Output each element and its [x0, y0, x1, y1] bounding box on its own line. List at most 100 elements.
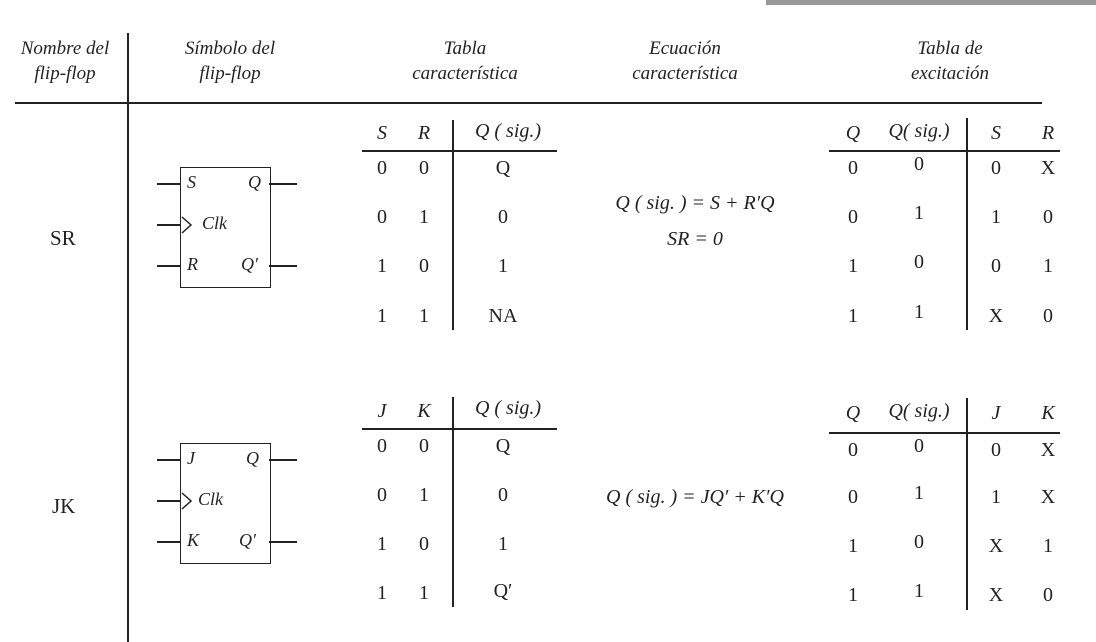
header-symbol-line1: Símbolo del	[184, 38, 276, 59]
sr-char-cell: 1	[498, 255, 508, 277]
jk-exc-col-3: K	[1041, 402, 1055, 424]
sr-exc-cell: 0	[991, 157, 1001, 179]
header-char-eq-line1: Ecuación	[649, 38, 721, 59]
sr-exc-cell: 1	[848, 255, 858, 277]
jk-label-in1: J	[187, 448, 195, 468]
jk-pin-in2	[157, 541, 181, 543]
jk-pin-in1	[157, 459, 181, 461]
sr-exc-col-1: Q( sig.)	[888, 120, 950, 142]
header-char-table-line2: característica	[412, 63, 518, 84]
header-name-line1: Nombre del	[20, 38, 110, 59]
sr-char-rule	[362, 150, 557, 152]
jk-symbol-box	[180, 443, 271, 564]
header-symbol-line2: flip-flop	[199, 63, 261, 84]
jk-char-cell: 1	[377, 533, 387, 555]
jk-exc-rule	[829, 432, 1060, 434]
jk-char-cell: 0	[377, 484, 387, 506]
sr-pin-out2	[269, 265, 297, 267]
header-char-table: Tabla característica	[375, 36, 555, 86]
jk-char-cell: Q′	[493, 580, 513, 602]
jk-exc-cell: 1	[1043, 535, 1053, 557]
jk-char-cell: 0	[377, 435, 387, 457]
sr-char-cell: 0	[419, 255, 429, 277]
header-symbol: Símbolo del flip-flop	[160, 36, 300, 86]
ff-name-jk: JK	[52, 494, 76, 518]
sr-equation-line1: Q ( sig. ) = S + R′Q	[615, 192, 775, 214]
sr-label-out1: Q	[248, 172, 261, 192]
jk-char-col-2: Q ( sig.)	[474, 397, 542, 419]
sr-pin-in2	[157, 265, 181, 267]
sr-char-col-1: R	[417, 122, 431, 144]
sr-exc-cell: 1	[914, 301, 924, 323]
sr-exc-cell: X	[988, 305, 1004, 327]
jk-exc-col-2: J	[991, 402, 1001, 424]
name-column-divider	[127, 33, 129, 642]
sr-exc-divider	[966, 118, 968, 330]
sr-char-cell: 1	[419, 305, 429, 327]
jk-char-cell: 0	[419, 533, 429, 555]
jk-char-cell: 1	[419, 582, 429, 604]
jk-char-cell: Q	[495, 435, 511, 457]
sr-exc-cell: 0	[848, 157, 858, 179]
ff-name-sr: SR	[50, 226, 76, 250]
jk-exc-cell: 1	[991, 486, 1001, 508]
sr-exc-cell: 1	[914, 202, 924, 224]
header-char-eq-line2: característica	[632, 63, 738, 84]
jk-char-cell: 1	[419, 484, 429, 506]
header-name-line2: flip-flop	[34, 63, 96, 84]
jk-char-cell: 1	[498, 533, 508, 555]
jk-exc-cell: X	[1040, 486, 1056, 508]
jk-exc-cell: 1	[848, 584, 858, 606]
sr-char-cell: 0	[498, 206, 508, 228]
jk-exc-cell: 1	[914, 580, 924, 602]
jk-char-col-1: K	[417, 400, 431, 422]
sr-exc-rule	[829, 150, 1060, 152]
sr-pin-out1	[269, 183, 297, 185]
sr-exc-col-0: Q	[845, 122, 861, 144]
sr-exc-col-2: S	[991, 122, 1001, 144]
sr-equation-line2: SR = 0	[667, 228, 723, 250]
sr-char-col-2: Q ( sig.)	[474, 120, 542, 142]
jk-pin-clk	[157, 500, 181, 502]
sr-exc-cell: 1	[991, 206, 1001, 228]
jk-label-in2: K	[187, 530, 200, 550]
header-exc-table-line2: excitación	[910, 63, 990, 84]
jk-exc-cell: 1	[848, 535, 858, 557]
sr-exc-cell: 0	[914, 251, 924, 273]
jk-exc-col-0: Q	[845, 402, 861, 424]
sr-label-out2: Q′	[241, 254, 258, 274]
sr-char-cell: NA	[488, 305, 518, 327]
header-char-eq: Ecuación característica	[595, 36, 775, 86]
sr-exc-cell: 1	[1043, 255, 1053, 277]
sr-char-cell: 1	[377, 305, 387, 327]
sr-exc-cell: 0	[991, 255, 1001, 277]
sr-label-in2: R	[187, 254, 198, 274]
jk-exc-cell: X	[1040, 439, 1056, 461]
header-char-table-line1: Tabla	[443, 38, 487, 59]
jk-exc-cell: 1	[914, 482, 924, 504]
header-name: Nombre del flip-flop	[10, 36, 120, 86]
sr-char-col-0: S	[377, 122, 387, 144]
jk-exc-cell: 0	[991, 439, 1001, 461]
jk-char-cell: 0	[498, 484, 508, 506]
jk-clock-triangle-icon	[181, 492, 193, 510]
header-exc-table: Tabla de excitación	[860, 36, 1040, 86]
sr-exc-cell: 1	[848, 305, 858, 327]
jk-exc-cell: X	[988, 535, 1004, 557]
jk-exc-cell: 0	[1043, 584, 1053, 606]
jk-char-divider	[452, 397, 454, 607]
sr-exc-col-3: R	[1041, 122, 1055, 144]
top-edge-strip	[766, 0, 1096, 5]
jk-exc-cell: 0	[848, 486, 858, 508]
jk-exc-cell: 0	[914, 531, 924, 553]
sr-char-divider	[452, 120, 454, 330]
jk-label-out2: Q′	[239, 530, 256, 550]
sr-label-clk: Clk	[202, 213, 227, 233]
sr-exc-cell: 0	[848, 206, 858, 228]
jk-exc-col-1: Q( sig.)	[888, 400, 950, 422]
sr-exc-cell: 0	[1043, 305, 1053, 327]
jk-equation-line1: Q ( sig. ) = JQ′ + K′Q	[606, 486, 784, 508]
jk-pin-out2	[269, 541, 297, 543]
sr-label-in1: S	[187, 172, 196, 192]
sr-char-cell: 0	[377, 206, 387, 228]
